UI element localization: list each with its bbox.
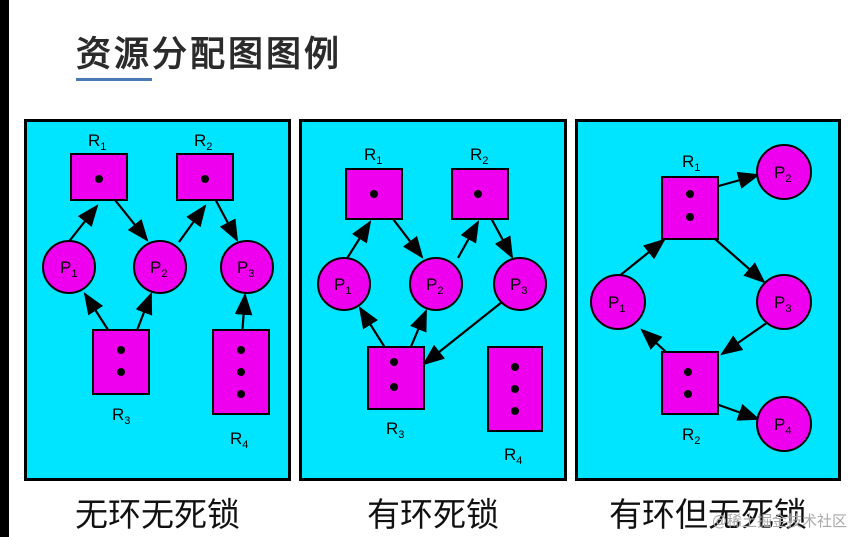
label-p2: P2	[774, 163, 791, 185]
caption-3: 有环但无死锁	[609, 495, 807, 534]
label-p4: P4	[774, 415, 791, 437]
edge-p2-r2	[178, 204, 207, 243]
label-p2: P2	[426, 275, 443, 297]
label-r2: R2	[470, 145, 488, 167]
process-p1	[590, 274, 646, 330]
resource-r4	[487, 346, 543, 432]
panel-no-cycle-no-deadlock: R1 R2 R3 R4 P1 P2 P3	[24, 119, 291, 481]
label-r1: R1	[364, 145, 382, 167]
label-p3: P3	[774, 293, 791, 315]
process-p4	[756, 396, 812, 452]
title-underline	[76, 78, 152, 81]
left-edge-bar	[0, 0, 9, 537]
label-p1: P1	[334, 275, 351, 297]
panel-cycle-deadlock: R1 R2 R3 R4 P1 P2 P3	[299, 119, 567, 481]
label-r2: R2	[194, 131, 212, 153]
page-title: 资源分配图图例	[76, 35, 343, 75]
process-p2	[133, 240, 187, 294]
process-p1	[42, 240, 96, 294]
label-r3: R3	[386, 419, 404, 441]
label-r3: R3	[112, 405, 130, 427]
edge-p3-r2	[720, 321, 769, 356]
label-p2: P2	[150, 258, 167, 280]
diagram-2: R1 R2 R3 R4 P1 P2 P3	[317, 145, 547, 467]
watermark: @稀土掘金技术社区	[711, 512, 847, 530]
process-p3	[220, 240, 274, 294]
label-p3: P3	[510, 275, 527, 297]
label-r4: R4	[504, 445, 522, 467]
edge-p1-r1	[345, 220, 372, 261]
diagram-1: R1 R2 R3 R4 P1 P2 P3	[42, 131, 274, 451]
process-p3	[756, 274, 812, 330]
resource-r3	[367, 346, 425, 410]
panel-cycle-no-deadlock: R1 R2 P1 P2 P3 P4	[575, 119, 841, 481]
process-p2	[756, 144, 812, 200]
process-p1	[317, 257, 371, 311]
label-p1: P1	[608, 293, 625, 315]
diagram-3: R1 R2 P1 P2 P3 P4	[590, 144, 812, 452]
resource-r2	[661, 351, 719, 415]
resource-r2	[176, 153, 234, 201]
label-p3: P3	[237, 258, 254, 280]
resource-r3	[92, 329, 150, 395]
label-r4: R4	[230, 429, 248, 451]
edge-p2-r2	[457, 220, 480, 259]
process-p3	[493, 257, 547, 311]
process-p2	[409, 257, 463, 311]
edge-p3-r3	[422, 301, 503, 366]
label-r2: R2	[682, 425, 700, 447]
edge-p1-r1	[617, 238, 666, 278]
label-p1: P1	[60, 258, 77, 280]
label-r1: R1	[682, 152, 700, 174]
resource-r1	[661, 176, 719, 240]
label-r1: R1	[88, 131, 106, 153]
caption-2: 有环死锁	[367, 495, 499, 534]
edge-p1-r1	[66, 204, 99, 245]
caption-1: 无环无死锁	[75, 495, 240, 534]
